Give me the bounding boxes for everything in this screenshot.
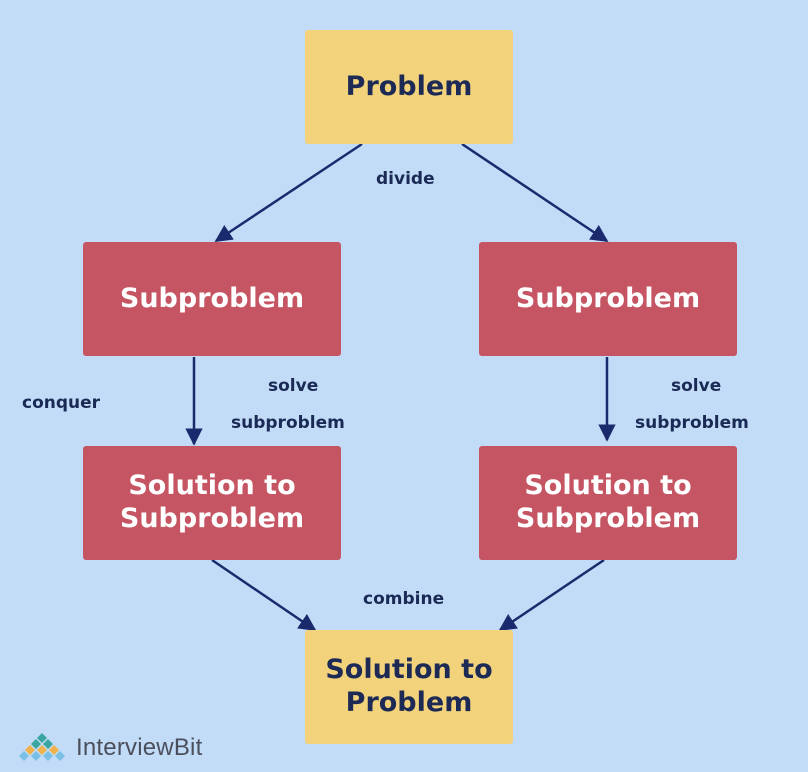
brand-name: InterviewBit — [76, 734, 203, 761]
solution-left-node: Solution to Subproblem — [83, 446, 341, 560]
subproblem-right-label: Subproblem — [515, 282, 701, 314]
arrow-problem-to-subproblem-right — [461, 142, 609, 243]
problem-node-label: Problem — [345, 70, 473, 102]
solution-right-label: Solution to Subproblem — [515, 470, 701, 534]
divide-label: divide — [376, 169, 435, 189]
combine-label: combine — [363, 589, 445, 609]
solve-left-label: solve — [268, 376, 319, 396]
final-solution-label: Solution to Problem — [325, 654, 493, 718]
solution-left-label: Solution to Subproblem — [119, 470, 305, 534]
conquer-label: conquer — [22, 393, 101, 413]
solve-right-label: solve — [671, 376, 722, 396]
subproblem-left-caption: subproblem — [231, 413, 345, 433]
subproblem-left-node: Subproblem — [83, 242, 341, 356]
subproblem-right-node: Subproblem — [479, 242, 737, 356]
arrow-solution-left-to-final — [211, 558, 317, 632]
solution-right-node: Solution to Subproblem — [479, 446, 737, 560]
subproblem-left-label: Subproblem — [119, 282, 305, 314]
subproblem-right-caption: subproblem — [635, 413, 749, 433]
arrow-problem-to-subproblem-left — [214, 142, 363, 243]
final-solution-node: Solution to Problem — [305, 630, 513, 744]
problem-node: Problem — [305, 30, 513, 144]
logo-mark-icon — [19, 733, 65, 761]
arrow-solution-right-to-final — [498, 558, 605, 632]
interviewbit-logo: InterviewBit — [14, 728, 202, 768]
